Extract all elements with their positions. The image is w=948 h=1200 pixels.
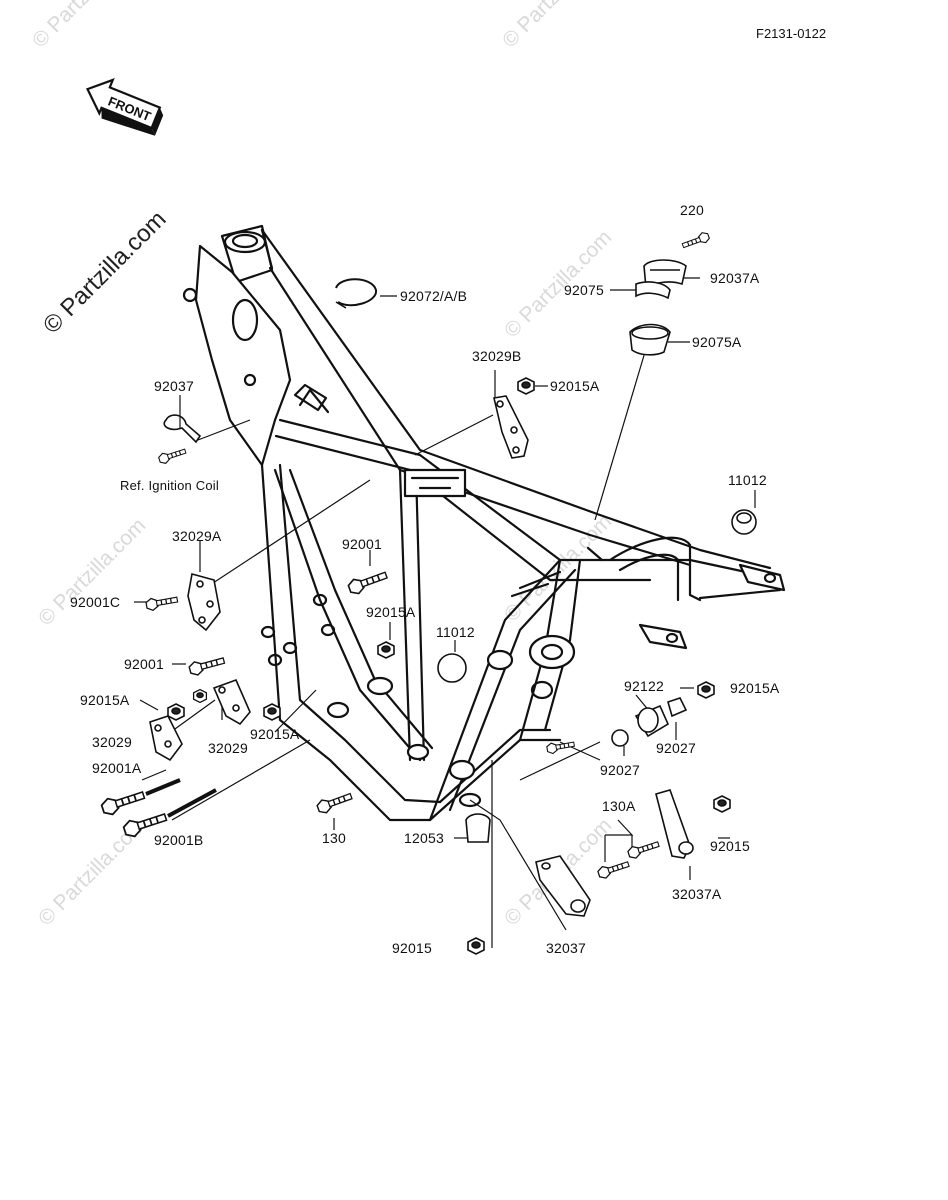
label-92075a[interactable]: 92075A: [692, 334, 742, 350]
label-92015a[interactable]: 92015A: [250, 726, 300, 742]
label-92001b[interactable]: 92001B: [154, 832, 204, 848]
label-92037[interactable]: 92037: [154, 378, 194, 394]
front-arrow-icon: FRONT: [85, 78, 164, 136]
label-92001[interactable]: 92001: [124, 656, 164, 672]
motorcycle-frame: [182, 224, 786, 822]
label-92122[interactable]: 92122: [624, 678, 664, 694]
label-32029a[interactable]: 32029A: [172, 528, 222, 544]
label-130a[interactable]: 130A: [602, 798, 636, 814]
label-92072-a-b[interactable]: 92072/A/B: [400, 288, 468, 304]
label-11012[interactable]: 11012: [728, 472, 767, 488]
leader-lines: [134, 277, 756, 948]
figure-code: F2131-0122: [756, 26, 827, 41]
label-11012[interactable]: 11012: [436, 624, 475, 640]
loose-parts: [99, 230, 757, 955]
label-220[interactable]: 220: [680, 202, 704, 218]
label-92015a[interactable]: 92015A: [366, 604, 416, 620]
label-92015a[interactable]: 92015A: [730, 680, 780, 696]
label-32029b[interactable]: 32029B: [472, 348, 522, 364]
label-92037a[interactable]: 92037A: [710, 270, 760, 286]
label-92001c[interactable]: 92001C: [70, 594, 121, 610]
label-92015a[interactable]: 92015A: [550, 378, 600, 394]
label-130[interactable]: 130: [322, 830, 346, 846]
label-32037a[interactable]: 32037A: [672, 886, 722, 902]
label-32029[interactable]: 32029: [92, 734, 132, 750]
label-92001[interactable]: 92001: [342, 536, 382, 552]
label-92015a[interactable]: 92015A: [80, 692, 130, 708]
label-92015[interactable]: 92015: [710, 838, 750, 854]
label-32029[interactable]: 32029: [208, 740, 248, 756]
label-92075[interactable]: 92075: [564, 282, 604, 298]
label-92015[interactable]: 92015: [392, 940, 432, 956]
label-92027[interactable]: 92027: [656, 740, 696, 756]
label-ref-ignition-coil[interactable]: Ref. Ignition Coil: [120, 478, 219, 493]
label-12053[interactable]: 12053: [404, 830, 444, 846]
label-32037[interactable]: 32037: [546, 940, 586, 956]
label-92001a[interactable]: 92001A: [92, 760, 142, 776]
label-92027[interactable]: 92027: [600, 762, 640, 778]
